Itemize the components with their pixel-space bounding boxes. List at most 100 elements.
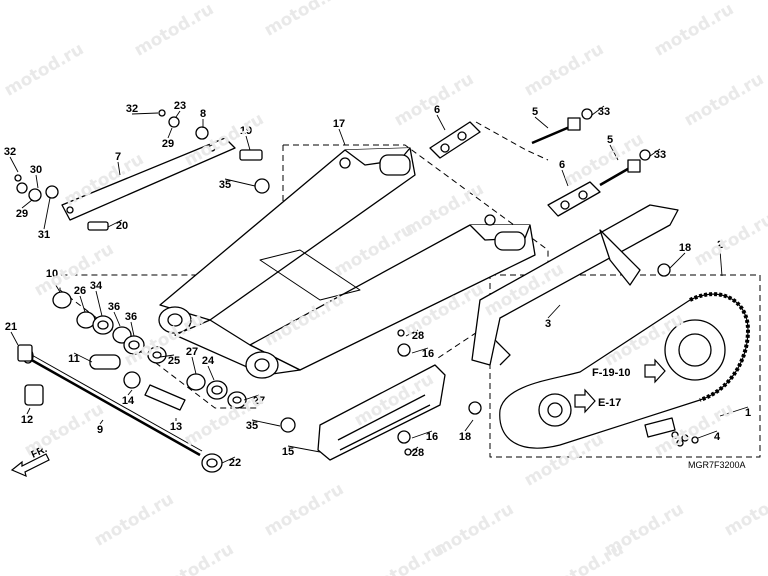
diagram-code: MGR7F3200A [688, 460, 746, 470]
callout-27: 27 [186, 346, 198, 358]
leader-line [26, 407, 31, 415]
leader-line [609, 144, 619, 161]
callout-30: 30 [30, 164, 42, 176]
callout-11: 11 [68, 353, 80, 365]
leader-line [113, 311, 121, 327]
leader-line [175, 110, 181, 118]
callout-16: 16 [426, 431, 438, 443]
leader-line [79, 295, 86, 313]
callout-29: 29 [16, 208, 28, 220]
callout-6: 6 [434, 104, 440, 116]
callout-31: 31 [38, 229, 50, 241]
leader-line [224, 178, 256, 187]
callout-2: 2 [717, 239, 723, 251]
swingarm-group-outline [283, 144, 549, 361]
callout-10: 10 [46, 268, 58, 280]
callout-23: 23 [174, 100, 186, 112]
frame-stay [61, 137, 236, 221]
leader-line [411, 347, 429, 354]
callout-8: 8 [200, 108, 206, 120]
fasteners [14, 109, 671, 456]
leader-line [191, 356, 197, 375]
callout-18: 18 [459, 431, 471, 443]
swingarm [158, 147, 536, 379]
reference-label-1: F-19-10 [592, 367, 631, 379]
callout-5: 5 [607, 134, 613, 146]
callout-32: 32 [126, 103, 138, 115]
leader-line [221, 456, 236, 464]
leader-line [436, 114, 446, 131]
callout-3: 3 [545, 318, 551, 330]
leader-line [561, 169, 569, 187]
leader-line [251, 419, 281, 427]
chain-guard [471, 204, 679, 366]
leader-line [409, 446, 419, 454]
leader-line [159, 354, 175, 358]
leader-line [534, 116, 549, 129]
callout-13: 13 [170, 421, 182, 433]
callout-33: 33 [598, 106, 610, 118]
leader-line [719, 406, 749, 417]
callout-14: 14 [122, 395, 135, 407]
callout-16: 16 [422, 348, 434, 360]
callout-36: 36 [108, 301, 120, 313]
callout-17: 17 [333, 118, 345, 130]
chain-slider [317, 364, 446, 461]
leader-line [464, 419, 474, 432]
adjusting-bolts [531, 108, 651, 187]
leader-line [167, 127, 173, 139]
leader-line [287, 445, 321, 453]
leader-line [10, 331, 19, 346]
leader-line [719, 249, 723, 277]
callout-35: 35 [246, 420, 258, 432]
callout-19: 19 [240, 125, 252, 137]
leader-line [547, 304, 561, 319]
front-direction-arrow: FR. [10, 444, 50, 478]
callout-6: 6 [559, 159, 565, 171]
leader-line [338, 128, 346, 146]
callout-32: 32 [4, 146, 16, 158]
callout-12: 12 [21, 414, 33, 426]
callout-25: 25 [168, 355, 180, 367]
callout-9: 9 [97, 424, 103, 436]
reference-arrow-drive-sprocket: E-17 [574, 388, 621, 414]
leader-line [43, 197, 51, 230]
leader-line [107, 219, 123, 228]
chain-adjusters [429, 121, 601, 217]
leader-line [207, 365, 215, 381]
callout-15: 15 [282, 446, 294, 458]
callout-7: 7 [115, 151, 121, 163]
leader-line [405, 329, 419, 337]
leader-line [245, 135, 251, 151]
leader-line [669, 252, 686, 269]
leader-line [35, 174, 39, 189]
callout-21: 21 [5, 321, 17, 333]
callout-28: 28 [412, 330, 424, 342]
adjuster-group-outline [475, 121, 549, 161]
reference-label-2: E-17 [598, 397, 621, 409]
leader-line [127, 389, 133, 396]
leader-line [117, 161, 121, 176]
callout-26: 26 [74, 285, 86, 297]
callout-29: 29 [162, 138, 174, 150]
callout-35: 35 [219, 179, 231, 191]
callout-34: 34 [90, 280, 103, 292]
bearings-and-collars [17, 291, 247, 473]
leader-line [21, 199, 33, 209]
leader-line [95, 290, 103, 317]
leader-line [73, 352, 93, 363]
callout-22: 22 [229, 457, 241, 469]
leader-line [649, 148, 661, 157]
callout-20: 20 [116, 220, 128, 232]
callout-18: 18 [679, 242, 691, 254]
callout-36: 36 [125, 311, 137, 323]
callout-4: 4 [714, 431, 721, 443]
leader-line [697, 430, 718, 439]
callout-33: 33 [654, 149, 666, 161]
callout-27: 27 [253, 395, 265, 407]
callout-24: 24 [202, 355, 215, 367]
leader-line [591, 105, 605, 116]
reference-arrow-chain-sprocket: F-19-10 [592, 358, 666, 384]
